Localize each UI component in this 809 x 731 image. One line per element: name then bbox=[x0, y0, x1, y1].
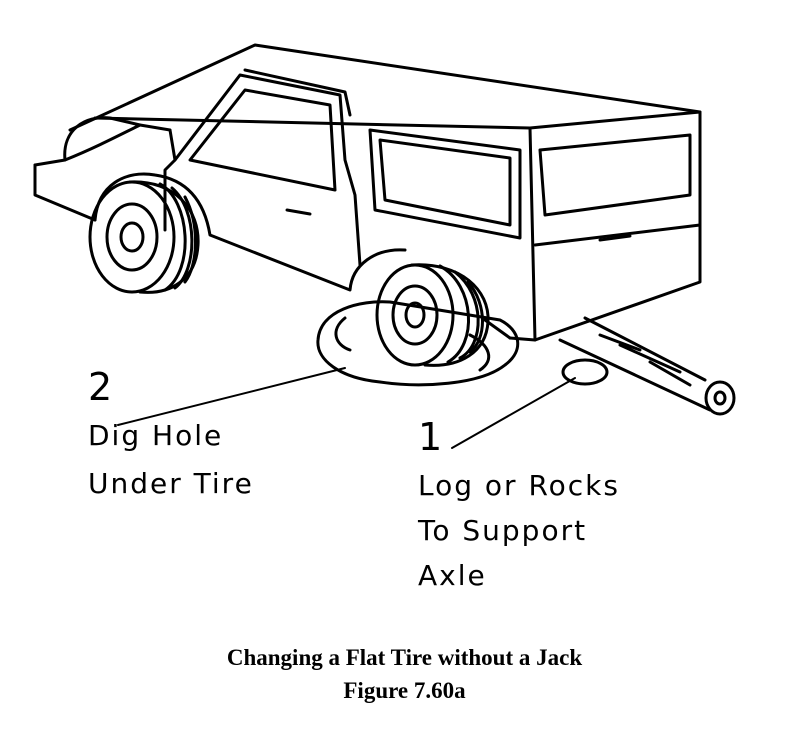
step-1-line-2: To Support bbox=[418, 514, 588, 547]
step-2-line-1: Dig Hole bbox=[88, 419, 224, 452]
rear-tire bbox=[375, 263, 490, 367]
caption-figure-number: Figure 7.60a bbox=[343, 678, 466, 703]
step-1-number: 1 bbox=[418, 415, 445, 459]
caption-title: Changing a Flat Tire without a Jack bbox=[226, 645, 583, 670]
step-2-number: 2 bbox=[88, 365, 115, 409]
front-tire bbox=[88, 180, 200, 294]
pointer-line-dig-hole bbox=[117, 367, 346, 426]
vehicle-body bbox=[33, 43, 702, 342]
step-1-line-3: Axle bbox=[418, 559, 487, 592]
pointer-line-support bbox=[451, 377, 576, 449]
rock bbox=[561, 358, 609, 386]
step-1-line-1: Log or Rocks bbox=[418, 469, 620, 502]
step-2-line-2: Under Tire bbox=[88, 467, 254, 500]
log bbox=[558, 316, 736, 416]
